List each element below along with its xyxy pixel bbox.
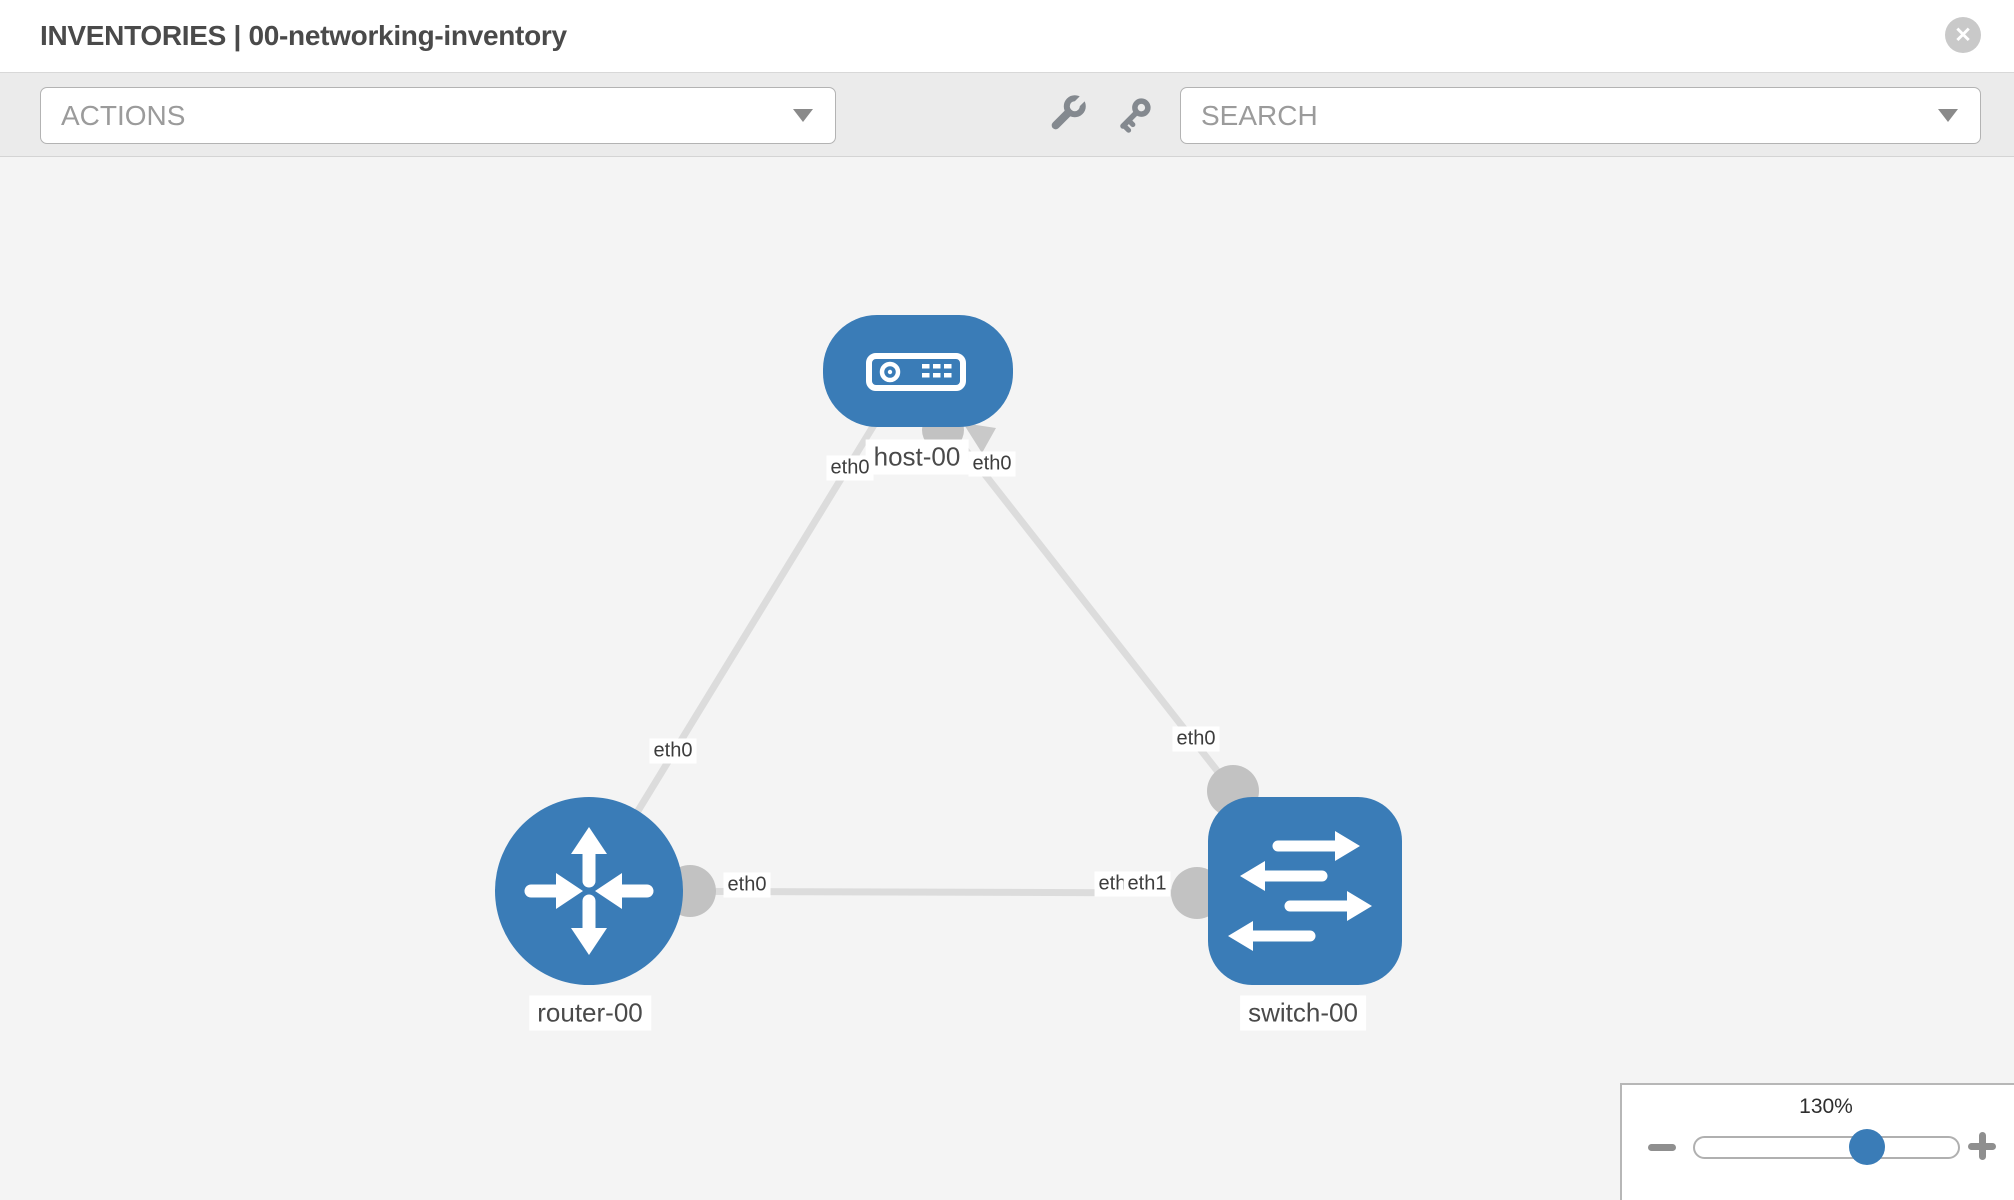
minus-icon: [1648, 1144, 1676, 1151]
caret-down-icon: [793, 109, 813, 122]
header: INVENTORIES | 00-networking-inventory ✕: [0, 0, 2014, 72]
node-label-switch-00: switch-00: [1240, 995, 1366, 1031]
node-label-router-00: router-00: [529, 995, 651, 1031]
configure-button[interactable]: [1044, 93, 1090, 139]
search-placeholder: SEARCH: [1201, 99, 1318, 131]
actions-dropdown-label: ACTIONS: [61, 99, 186, 131]
zoom-slider-knob[interactable]: [1849, 1129, 1885, 1165]
caret-down-icon: [1938, 109, 1958, 122]
wrench-icon: [1051, 95, 1086, 130]
key-icon: [1120, 98, 1151, 133]
actions-dropdown[interactable]: ACTIONS: [40, 87, 836, 144]
search-dropdown[interactable]: SEARCH: [1180, 87, 1981, 144]
page-title: INVENTORIES | 00-networking-inventory: [40, 20, 567, 51]
interface-label: eth0: [1172, 726, 1220, 752]
node-label-host-00: host-00: [865, 439, 969, 475]
node-switch-00[interactable]: [1208, 797, 1402, 985]
topology-canvas[interactable]: host-00 router-00 switch-00 eth0 eth0 et…: [0, 157, 2014, 1200]
close-button[interactable]: ✕: [1945, 17, 1981, 53]
zoom-value: 130%: [1799, 1095, 1853, 1118]
switch-icon: [1228, 831, 1372, 951]
router-icon: [524, 827, 654, 955]
credentials-button[interactable]: [1112, 93, 1158, 139]
zoom-panel: 130%: [1620, 1083, 2014, 1200]
plus-icon: [1978, 1132, 1986, 1160]
zoom-slider-track[interactable]: [1693, 1129, 1960, 1165]
toolbar: ACTIONS SEARC: [0, 72, 2014, 157]
interface-label: eth1: [1123, 871, 1171, 897]
host-icon: [866, 353, 966, 391]
interface-label: eth0: [968, 451, 1016, 477]
interface-label: eth0: [649, 738, 697, 764]
node-router-00[interactable]: [495, 797, 683, 985]
node-host-00[interactable]: [823, 315, 1013, 427]
interface-label: eth0: [723, 872, 771, 898]
close-icon: ✕: [1954, 23, 1972, 47]
interface-label: eth0: [826, 455, 874, 481]
zoom-out-button[interactable]: [1646, 1135, 1678, 1159]
zoom-in-button[interactable]: [1966, 1130, 1998, 1162]
link-endpoint-arrow: [963, 423, 996, 453]
